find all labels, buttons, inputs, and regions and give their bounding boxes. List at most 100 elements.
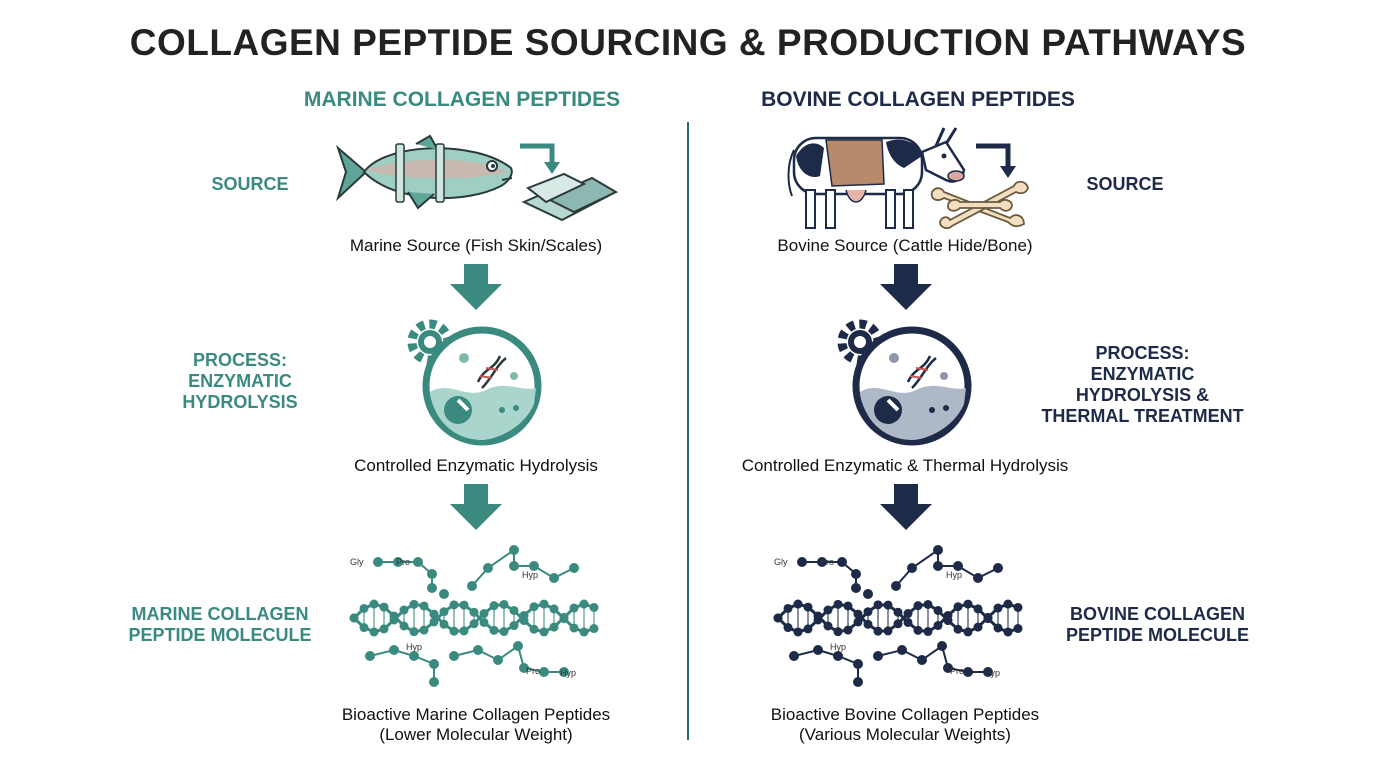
atom-node (783, 623, 793, 633)
atom-node (365, 651, 375, 661)
side-chain (369, 648, 435, 682)
atom-node (493, 655, 503, 665)
atom-node (943, 610, 953, 620)
side-chain (793, 648, 859, 682)
side-chain (877, 644, 988, 673)
atom-node (559, 667, 569, 677)
bovine-result-line-1: Bioactive Bovine Collagen Peptides (770, 705, 1040, 724)
bovine-result-line-2: (Various Molecular Weights) (799, 725, 1011, 744)
marine-process-line-2: ENZYMATIC (188, 371, 292, 391)
atom-node (509, 545, 519, 555)
atom-node (793, 627, 803, 637)
atom-node (469, 607, 479, 617)
atom-node (823, 605, 833, 615)
atom-node (853, 617, 863, 627)
atom-node (973, 622, 983, 632)
atom-node (863, 607, 873, 617)
atom-node (489, 601, 499, 611)
atom-node (823, 621, 833, 631)
bovine-source-label: SOURCE (1086, 174, 1164, 194)
residue-label: Hyp (560, 668, 576, 678)
atom-node (1003, 627, 1013, 637)
residue-label: Hyp (830, 642, 846, 652)
atom-node (813, 645, 823, 655)
atom-node (349, 613, 359, 623)
atom-node (579, 627, 589, 637)
atom-node (907, 563, 917, 573)
atom-node (513, 641, 523, 651)
atom-node (789, 651, 799, 661)
atom-node (569, 563, 579, 573)
atom-node (539, 627, 549, 637)
atom-node (459, 600, 469, 610)
atom-node (559, 614, 569, 624)
atom-node (903, 617, 913, 627)
atom-node (499, 599, 509, 609)
atom-node (427, 583, 437, 593)
residue-label: Hyp (984, 668, 1000, 678)
atom-node (817, 557, 827, 567)
residue-label: Pro (526, 666, 540, 676)
atom-node (539, 599, 549, 609)
atom-node (473, 645, 483, 655)
atom-node (459, 626, 469, 636)
atom-node (469, 619, 479, 629)
atom-node (579, 599, 589, 609)
residue-label: Gly (774, 557, 788, 567)
atom-node (519, 610, 529, 620)
atom-node (873, 651, 883, 661)
atom-node (923, 599, 933, 609)
atom-node (509, 605, 519, 615)
marine-heading: MARINE COLLAGEN PEPTIDES (303, 88, 621, 111)
atom-node (429, 659, 439, 669)
atom-node (973, 573, 983, 583)
atom-node (409, 599, 419, 609)
atom-node (529, 624, 539, 634)
atom-node (953, 602, 963, 612)
atom-node (893, 619, 903, 629)
atom-node (379, 602, 389, 612)
atom-node (937, 641, 947, 651)
atom-node (797, 557, 807, 567)
atom-node (853, 659, 863, 669)
atom-node (873, 626, 883, 636)
marine-source-caption: Marine Source (Fish Skin/Scales) (349, 236, 603, 255)
atom-node (393, 557, 403, 567)
marine-result-line-1: Bioactive Marine Collagen Peptides (341, 705, 611, 724)
atom-node (891, 581, 901, 591)
atom-node (359, 603, 369, 613)
marine-result-caption: Bioactive Marine Collagen Peptides (Lowe… (276, 705, 676, 745)
atom-node (449, 626, 459, 636)
atom-node (549, 573, 559, 583)
atom-node (933, 561, 943, 571)
atom-node (373, 557, 383, 567)
bovine-process-line-4: THERMAL TREATMENT (1041, 406, 1244, 426)
atom-node (439, 619, 449, 629)
atom-node (427, 569, 437, 579)
residue-label: Gly (350, 557, 364, 567)
bovine-heading: BOVINE COLLAGEN PEPTIDES (761, 88, 1075, 111)
residue-label: Pro (950, 666, 964, 676)
atom-node (963, 627, 973, 637)
atom-node (953, 624, 963, 634)
side-chain (453, 644, 564, 673)
bovine-process-caption: Controlled Enzymatic & Thermal Hydrolysi… (741, 456, 1069, 475)
atom-node (863, 589, 873, 599)
atom-node (993, 623, 1003, 633)
atom-node (439, 607, 449, 617)
atom-node (793, 599, 803, 609)
atom-node (589, 602, 599, 612)
marine-arrow-down-icon (450, 264, 502, 310)
atom-node (923, 627, 933, 637)
cow-icon (787, 127, 966, 229)
atom-node (933, 545, 943, 555)
marine-arrow-down-icon (450, 484, 502, 530)
atom-node (509, 621, 519, 631)
atom-node (389, 645, 399, 655)
atom-node (499, 627, 509, 637)
atom-node (589, 624, 599, 634)
atom-node (883, 626, 893, 636)
bovine-molecule-line-2: PEPTIDE MOLECULE (1065, 625, 1249, 645)
atom-node (903, 609, 913, 619)
